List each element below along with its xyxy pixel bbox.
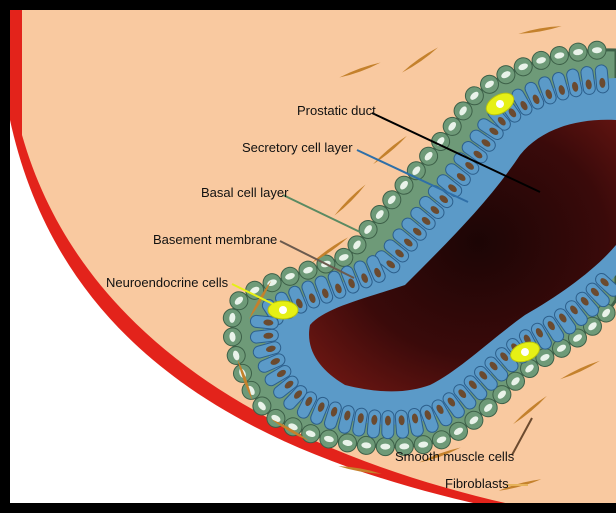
label-basement-membrane: Basement membrane	[153, 232, 277, 247]
label-neuroendocrine-cells: Neuroendocrine cells	[106, 275, 229, 290]
secretory-cell	[595, 64, 609, 93]
label-basal-cell-layer: Basal cell layer	[201, 185, 289, 200]
label-secretory-cell-layer: Secretory cell layer	[242, 140, 353, 155]
label-prostatic-duct: Prostatic duct	[297, 103, 376, 118]
secretory-cell	[382, 411, 394, 439]
secretory-cell	[395, 410, 409, 439]
basal-cell	[376, 437, 394, 455]
label-fibroblasts: Fibroblasts	[445, 476, 509, 491]
secretory-cell	[367, 409, 381, 438]
basal-cell	[587, 41, 606, 60]
label-smooth-muscle-cells: Smooth muscle cells	[395, 449, 515, 464]
